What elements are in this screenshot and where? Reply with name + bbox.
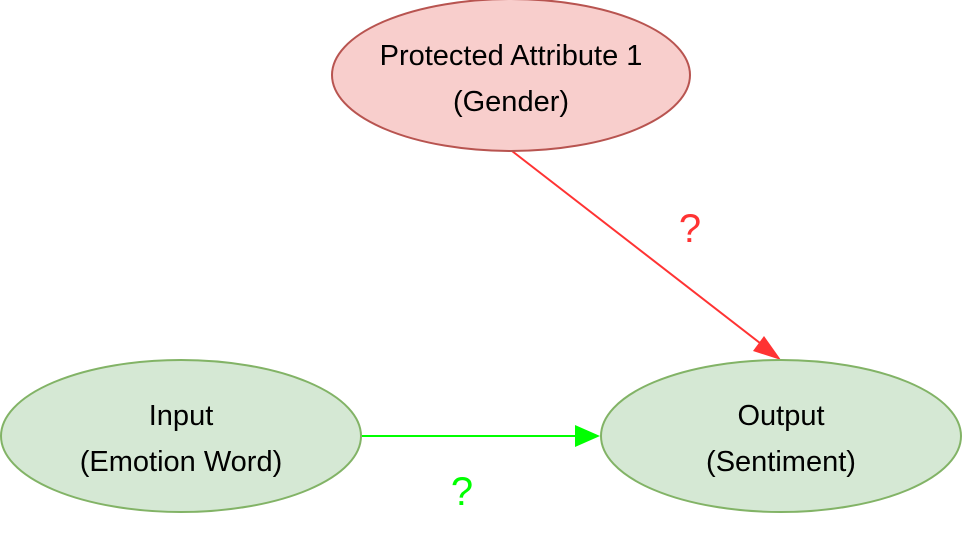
node-output-subtitle: (Sentiment) xyxy=(706,446,856,478)
node-protected-attribute-title: Protected Attribute 1 xyxy=(380,40,643,72)
node-protected-attribute-subtitle: (Gender) xyxy=(453,86,569,118)
node-input-subtitle: (Emotion Word) xyxy=(80,446,283,478)
node-protected-attribute-shape xyxy=(331,0,691,152)
node-output-shape xyxy=(600,359,962,513)
node-protected-attribute: Protected Attribute 1 (Gender) xyxy=(331,0,691,152)
edge-protected-to-output-label: ? xyxy=(679,207,701,251)
node-output: Output (Sentiment) xyxy=(600,359,962,513)
node-input: Input (Emotion Word) xyxy=(0,359,362,513)
edge-input-to-output-label: ? xyxy=(451,470,473,514)
edge-input-to-output xyxy=(361,425,600,447)
node-input-title: Input xyxy=(149,400,214,432)
edge-protected-to-output xyxy=(511,150,781,360)
node-input-shape xyxy=(0,359,362,513)
edge-input-to-output-arrowhead xyxy=(575,425,600,447)
edge-protected-to-output-line xyxy=(511,150,770,351)
node-output-title: Output xyxy=(737,400,824,432)
edge-protected-to-output-arrowhead xyxy=(753,336,781,360)
